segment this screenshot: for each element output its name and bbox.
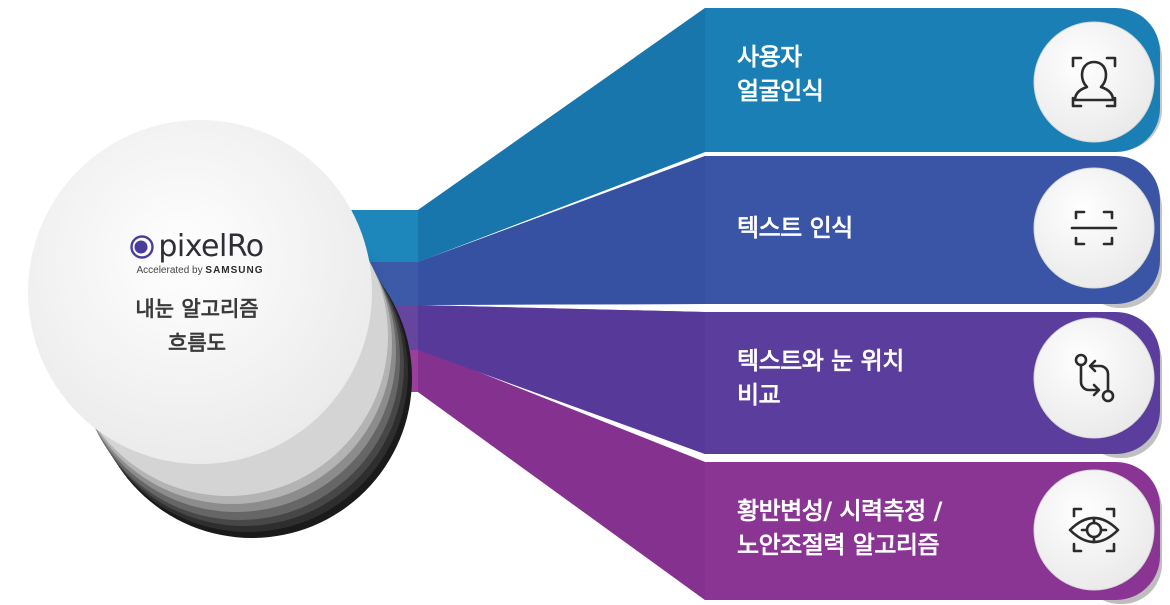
branch-band-3	[350, 305, 1162, 458]
icon-circle-3	[1033, 317, 1155, 439]
icon-circle-4	[1033, 469, 1155, 591]
branch-label-3: 텍스트와 눈 위치 비교	[737, 344, 904, 412]
icon-circle-1	[1033, 21, 1155, 143]
branch-3-line-1: 텍스트와 눈 위치	[737, 347, 904, 375]
hub-circle	[28, 120, 372, 464]
logo: pixelRo	[24, 232, 370, 262]
brand-name: pixelRo	[158, 229, 264, 264]
tagline: Accelerated by SAMSUNG	[30, 265, 370, 276]
pixelro-logo-icon	[130, 235, 155, 259]
tagline-prefix: Accelerated by	[136, 265, 203, 276]
hub-title-line-2: 흐름도	[168, 331, 226, 355]
hub-title: 내눈 알고리즘 흐름도	[24, 292, 370, 360]
eye-scan-icon	[1068, 507, 1120, 553]
tagline-brand: SAMSUNG	[205, 265, 264, 276]
branch-3-line-2: 비교	[737, 381, 781, 409]
hub-title-line-1: 내눈 알고리즘	[135, 297, 259, 321]
face-scan-icon	[1071, 56, 1117, 108]
branch-1-line-2: 얼굴인식	[737, 77, 824, 105]
branch-2-line-1: 텍스트 인식	[737, 214, 853, 242]
branch-label-1: 사용자 얼굴인식	[737, 40, 824, 108]
hub-content: pixelRo Accelerated by SAMSUNG 내눈 알고리즘 흐…	[24, 232, 370, 360]
branch-4-line-2: 노안조절력 알고리즘	[737, 531, 940, 559]
text-scan-icon	[1070, 210, 1118, 246]
compare-arrows-icon	[1074, 353, 1115, 403]
branch-1-line-1: 사용자	[737, 43, 802, 71]
branch-label-4: 황반변성/ 시력측정 / 노안조절력 알고리즘	[737, 494, 942, 562]
branch-label-2: 텍스트 인식	[737, 211, 853, 245]
branch-4-line-1: 황반변성/ 시력측정 /	[737, 497, 942, 525]
